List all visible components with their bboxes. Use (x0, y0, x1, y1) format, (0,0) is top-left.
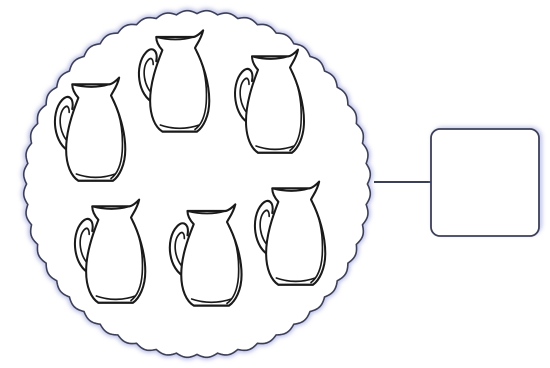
answer-box[interactable] (431, 129, 540, 236)
answer-box-frame[interactable] (431, 129, 539, 236)
